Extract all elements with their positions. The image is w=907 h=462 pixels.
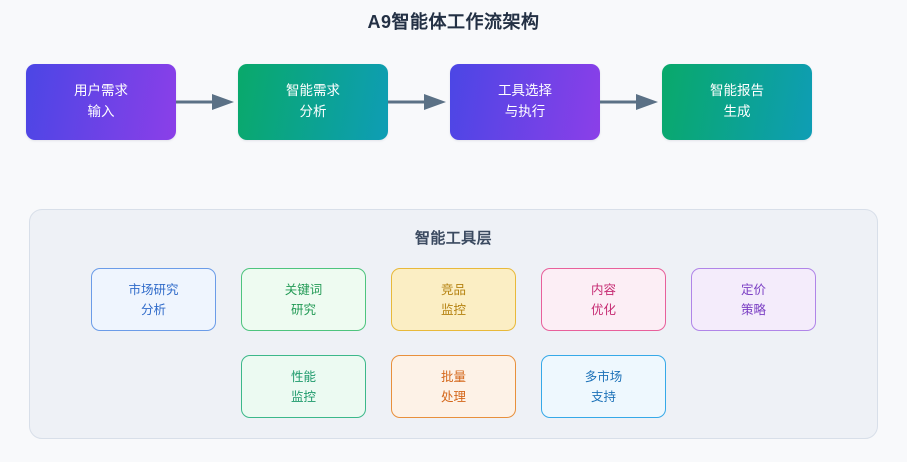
workflow-flow-row: 用户需求 输入 智能需求 分析 工具选择 与执行 智能报告 生成 <box>0 64 907 140</box>
arrow-right-icon <box>388 92 450 112</box>
flow-node-line2: 与执行 <box>504 104 546 119</box>
flow-node-line1: 智能报告 <box>710 83 764 99</box>
tool-card-line1: 关键词 <box>284 282 323 297</box>
tool-card-line1: 内容 <box>590 282 616 297</box>
tool-card-line2: 策略 <box>740 302 766 317</box>
tool-card-line2: 支持 <box>590 389 616 404</box>
tool-card-keyword-research[interactable]: 关键词 研究 <box>241 268 366 331</box>
tool-card-market-research-analysis[interactable]: 市场研究 分析 <box>91 268 216 331</box>
tool-card-row-1: 市场研究 分析 关键词 研究 竞品 监控 内容 优化 定价 策略 <box>30 268 877 331</box>
tool-card-line2: 研究 <box>290 302 316 317</box>
tool-card-line2: 分析 <box>140 302 166 317</box>
tool-card-line1: 性能 <box>290 369 316 384</box>
tool-card-line1: 市场研究 <box>128 282 179 297</box>
tool-layer-panel: 智能工具层 市场研究 分析 关键词 研究 竞品 监控 内容 优化 定价 策略 性… <box>29 209 878 439</box>
flow-node-line2: 输入 <box>87 104 115 119</box>
flow-node-line1: 工具选择 <box>498 83 552 99</box>
arrow-right-icon <box>176 92 238 112</box>
tool-card-line2: 优化 <box>590 302 616 317</box>
tool-card-line2: 处理 <box>440 389 466 404</box>
tool-layer-heading: 智能工具层 <box>414 230 492 247</box>
flow-node-smart-report-gen[interactable]: 智能报告 生成 <box>662 64 812 140</box>
arrow-right-icon <box>600 92 662 112</box>
tool-card-pricing-strategy[interactable]: 定价 策略 <box>691 268 816 331</box>
tool-card-line1: 批量 <box>440 369 466 384</box>
flow-node-line1: 智能需求 <box>286 83 340 99</box>
flow-node-tool-select-execute[interactable]: 工具选择 与执行 <box>450 64 600 140</box>
flow-node-line2: 生成 <box>723 104 751 119</box>
tool-card-line2: 监控 <box>290 389 316 404</box>
flow-node-smart-demand-analysis[interactable]: 智能需求 分析 <box>238 64 388 140</box>
tool-card-content-optimization[interactable]: 内容 优化 <box>541 268 666 331</box>
tool-card-line1: 多市场 <box>584 369 623 384</box>
page-title: A9智能体工作流架构 <box>367 12 540 32</box>
tool-card-line1: 定价 <box>740 282 766 297</box>
tool-card-multi-market-support[interactable]: 多市场 支持 <box>541 355 666 418</box>
flow-node-user-demand-input[interactable]: 用户需求 输入 <box>26 64 176 140</box>
tool-card-row-2: 性能 监控 批量 处理 多市场 支持 <box>30 355 877 418</box>
tool-card-performance-monitoring[interactable]: 性能 监控 <box>241 355 366 418</box>
tool-card-batch-processing[interactable]: 批量 处理 <box>391 355 516 418</box>
flow-node-line1: 用户需求 <box>74 83 128 99</box>
tool-card-line2: 监控 <box>440 302 466 317</box>
tool-card-competitor-monitoring[interactable]: 竞品 监控 <box>391 268 516 331</box>
flow-node-line2: 分析 <box>299 104 327 119</box>
tool-card-line1: 竞品 <box>440 282 466 297</box>
